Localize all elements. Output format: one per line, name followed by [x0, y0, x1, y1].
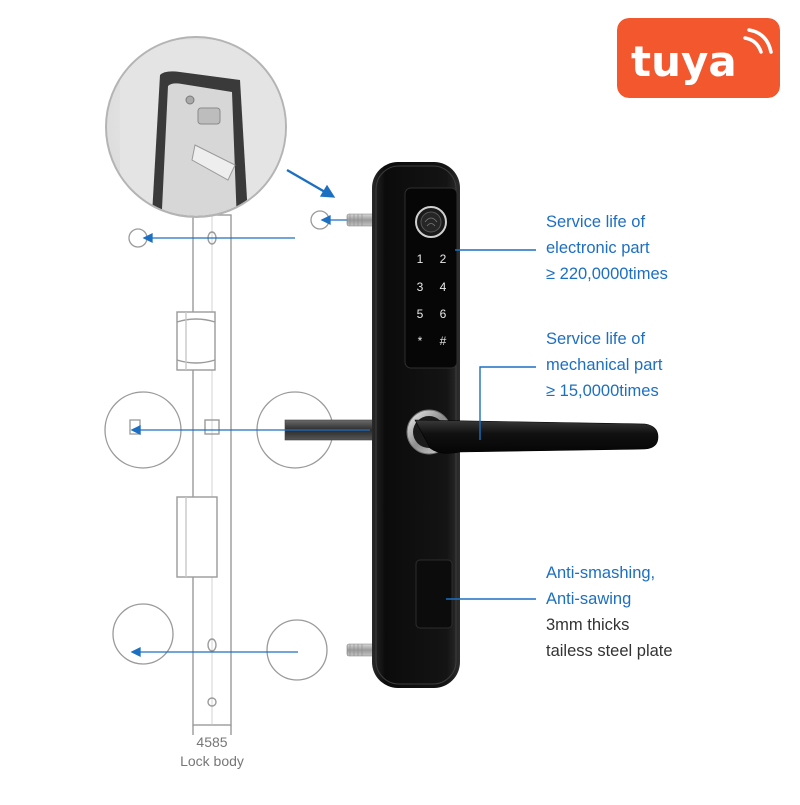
mortise-lock-body [176, 214, 232, 735]
callout-line: mechanical part [546, 356, 663, 374]
callout-line: electronic part [546, 239, 650, 257]
keypad-key[interactable]: 1 [417, 252, 424, 266]
zoom-detail [105, 36, 287, 218]
callout-line: ≥ 15,0000times [546, 382, 659, 400]
lock-body-label: Lock body [180, 753, 244, 769]
door-handle[interactable] [414, 419, 659, 454]
callout-line: Anti-sawing [546, 590, 632, 608]
callout-electronic-lifespan: Service life of electronic part ≥ 220,00… [546, 209, 668, 287]
callout-line: ≥ 220,0000times [546, 265, 668, 283]
keypad-key[interactable]: # [440, 334, 447, 348]
lock-body-model: 4585 [196, 734, 228, 750]
keypad-keys: 1 2 3 4 5 6 * # [417, 252, 447, 348]
keypad-key[interactable]: 5 [417, 307, 424, 321]
callout-steel-plate: Anti-smashing, Anti-sawing 3mm thicks ta… [546, 560, 673, 664]
inner-side-parts [104, 228, 182, 665]
tuya-logo-text: tuya [631, 37, 737, 86]
callout-line: Service life of [546, 330, 646, 348]
callout-mechanical-lifespan: Service life of mechanical part ≥ 15,000… [546, 326, 662, 404]
callout-line: 3mm thicks [546, 616, 630, 634]
callout-line: Anti-smashing, [546, 564, 656, 582]
callout-leaders [446, 249, 536, 600]
callout-line: Service life of [546, 213, 646, 231]
keypad-key[interactable]: * [418, 334, 423, 348]
smart-lock: 1 2 3 4 5 6 * # [372, 162, 659, 688]
keypad-key[interactable]: 2 [440, 252, 447, 266]
keypad-key[interactable]: 3 [417, 280, 424, 294]
fingerprint-sensor-icon [415, 206, 447, 238]
lock-body-caption: 4585 Lock body [150, 733, 274, 771]
keypad-panel [404, 187, 458, 369]
keypad-key[interactable]: 4 [440, 280, 447, 294]
key-cover[interactable] [415, 559, 453, 629]
tuya-logo: tuya [617, 18, 780, 98]
outer-side-parts [256, 210, 334, 681]
tuya-logo-mark: tuya [617, 18, 780, 98]
keypad-key[interactable]: 6 [440, 307, 447, 321]
callout-line: tailess steel plate [546, 642, 673, 660]
